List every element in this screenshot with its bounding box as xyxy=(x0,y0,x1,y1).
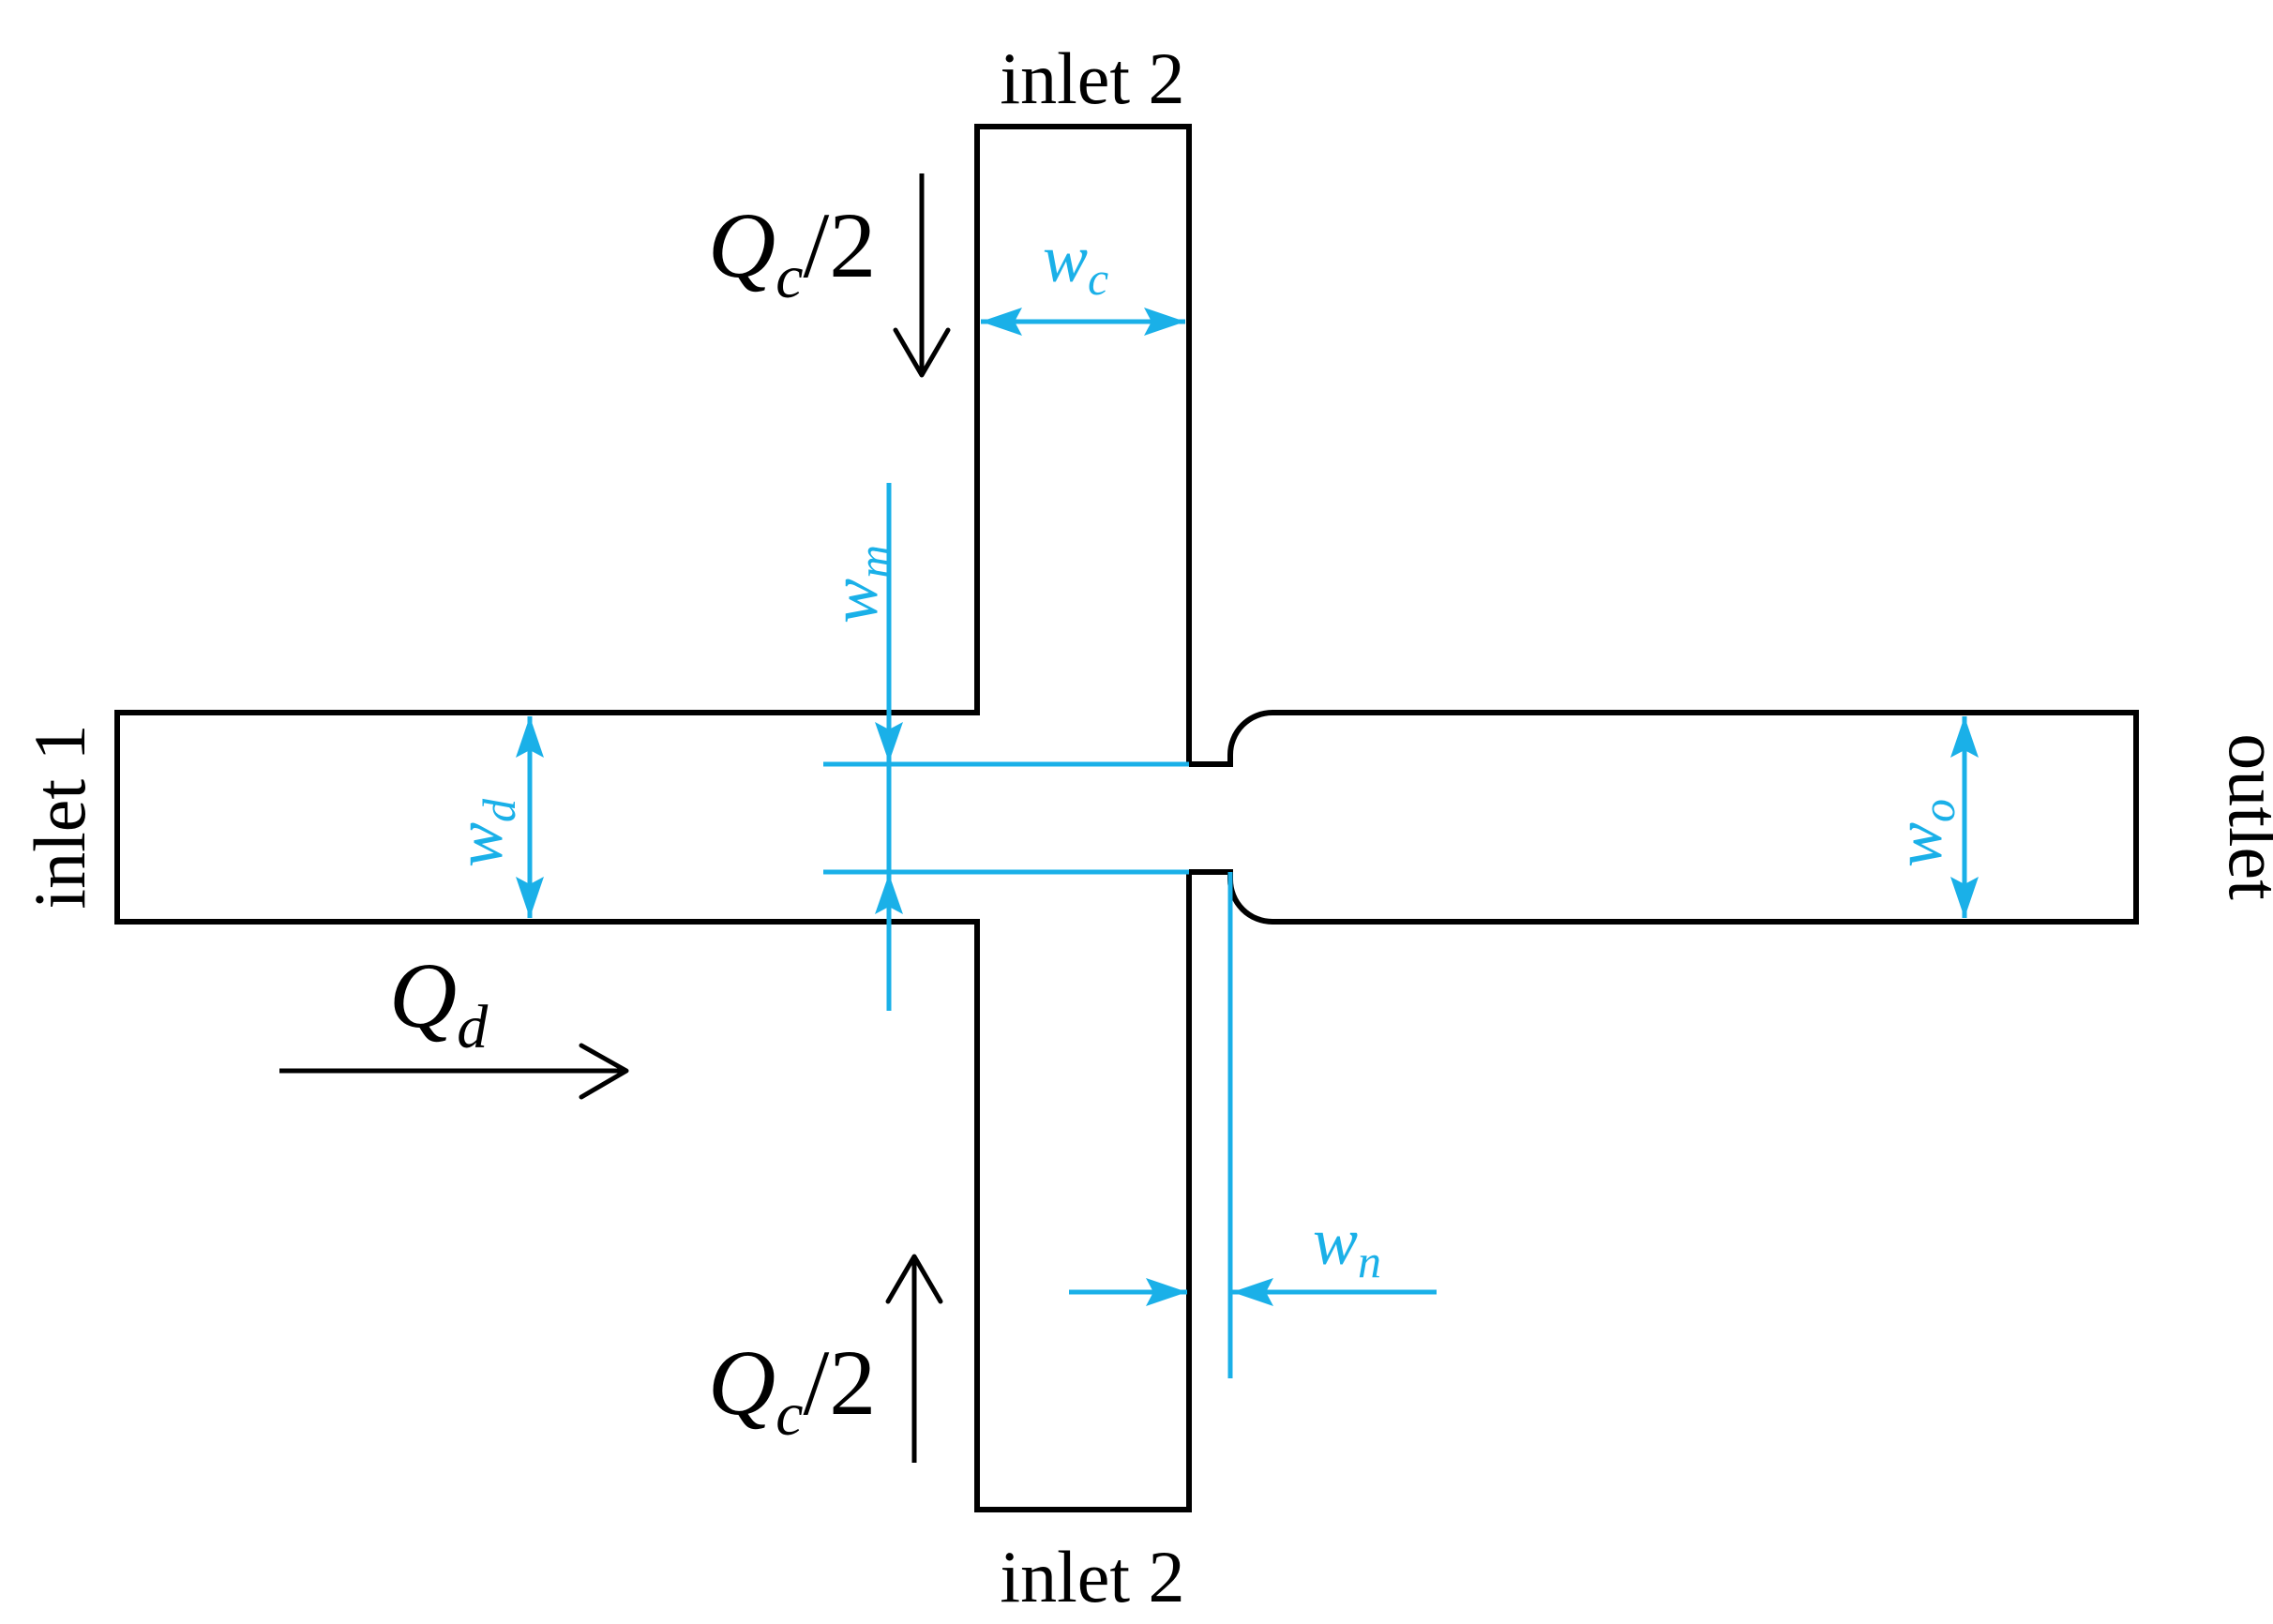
wo-arrow-down xyxy=(1950,877,1979,918)
channel-wall-upper xyxy=(114,124,1192,1512)
orifice-wall-upper xyxy=(1189,710,2139,925)
wn-arrow-right xyxy=(1146,1278,1187,1306)
qc-bottom-symbol: Q xyxy=(708,1331,775,1435)
channel-walls xyxy=(114,124,2139,1512)
qd-arrow-head xyxy=(579,1043,629,1100)
wc-arrow-left xyxy=(981,308,1022,336)
qc-top-symbol: Q xyxy=(708,193,775,297)
wd-subscript: d xyxy=(473,798,525,822)
inlet2-bottom-label: inlet 2 xyxy=(1000,1536,1184,1617)
wn-arrow-left xyxy=(1232,1278,1273,1306)
flow-arrows xyxy=(279,173,951,1463)
wo-subscript: o xyxy=(1912,799,1964,822)
port-labels: inlet 2 inlet 2 inlet 1 outlet xyxy=(19,38,2273,1617)
wo-label: wo xyxy=(1881,799,1964,867)
wd-label: wd xyxy=(442,798,525,867)
wo-symbol: w xyxy=(1881,822,1956,867)
qc-bottom-label: Qc/2 xyxy=(708,1331,876,1449)
qd-label: Qd xyxy=(389,943,489,1061)
wo-arrow-up xyxy=(1950,716,1979,758)
wn-label: wn xyxy=(1313,1204,1381,1287)
wm-arrow-up xyxy=(875,874,903,914)
wd-arrow-up xyxy=(516,716,544,758)
wc-subscript: c xyxy=(1088,252,1108,305)
inlet1-label: inlet 1 xyxy=(19,724,100,909)
wd-arrow-down xyxy=(516,877,544,918)
outlet-label: outlet xyxy=(2214,733,2273,900)
dimension-annotations xyxy=(516,308,1979,1378)
wc-label: wc xyxy=(1043,221,1108,305)
wm-label: wm xyxy=(817,545,900,624)
wc-symbol: w xyxy=(1043,221,1088,296)
dimension-labels: wc wm wd wo wn xyxy=(442,221,1964,1287)
wm-arrow-down xyxy=(875,722,903,762)
qc-top-subscript: c xyxy=(775,243,803,311)
qd-symbol: Q xyxy=(389,943,457,1047)
wc-arrow-right xyxy=(1144,308,1185,336)
qc-bottom-suffix: /2 xyxy=(804,1331,877,1435)
flow-labels: Qc/2 Qc/2 Qd xyxy=(389,193,876,1449)
wn-subscript: n xyxy=(1358,1235,1381,1287)
qc-top-suffix: /2 xyxy=(804,193,877,297)
qd-subscript: d xyxy=(457,993,489,1061)
wd-symbol: w xyxy=(442,822,517,867)
wm-subscript: m xyxy=(848,545,900,579)
qc-top-label: Qc/2 xyxy=(708,193,876,311)
qc-bottom-arrow-head xyxy=(885,1254,943,1304)
wn-symbol: w xyxy=(1313,1204,1358,1279)
qc-top-arrow-head xyxy=(893,327,951,378)
wm-symbol: w xyxy=(817,579,892,624)
inlet2-top-label: inlet 2 xyxy=(1000,38,1184,119)
qc-bottom-subscript: c xyxy=(775,1380,803,1449)
